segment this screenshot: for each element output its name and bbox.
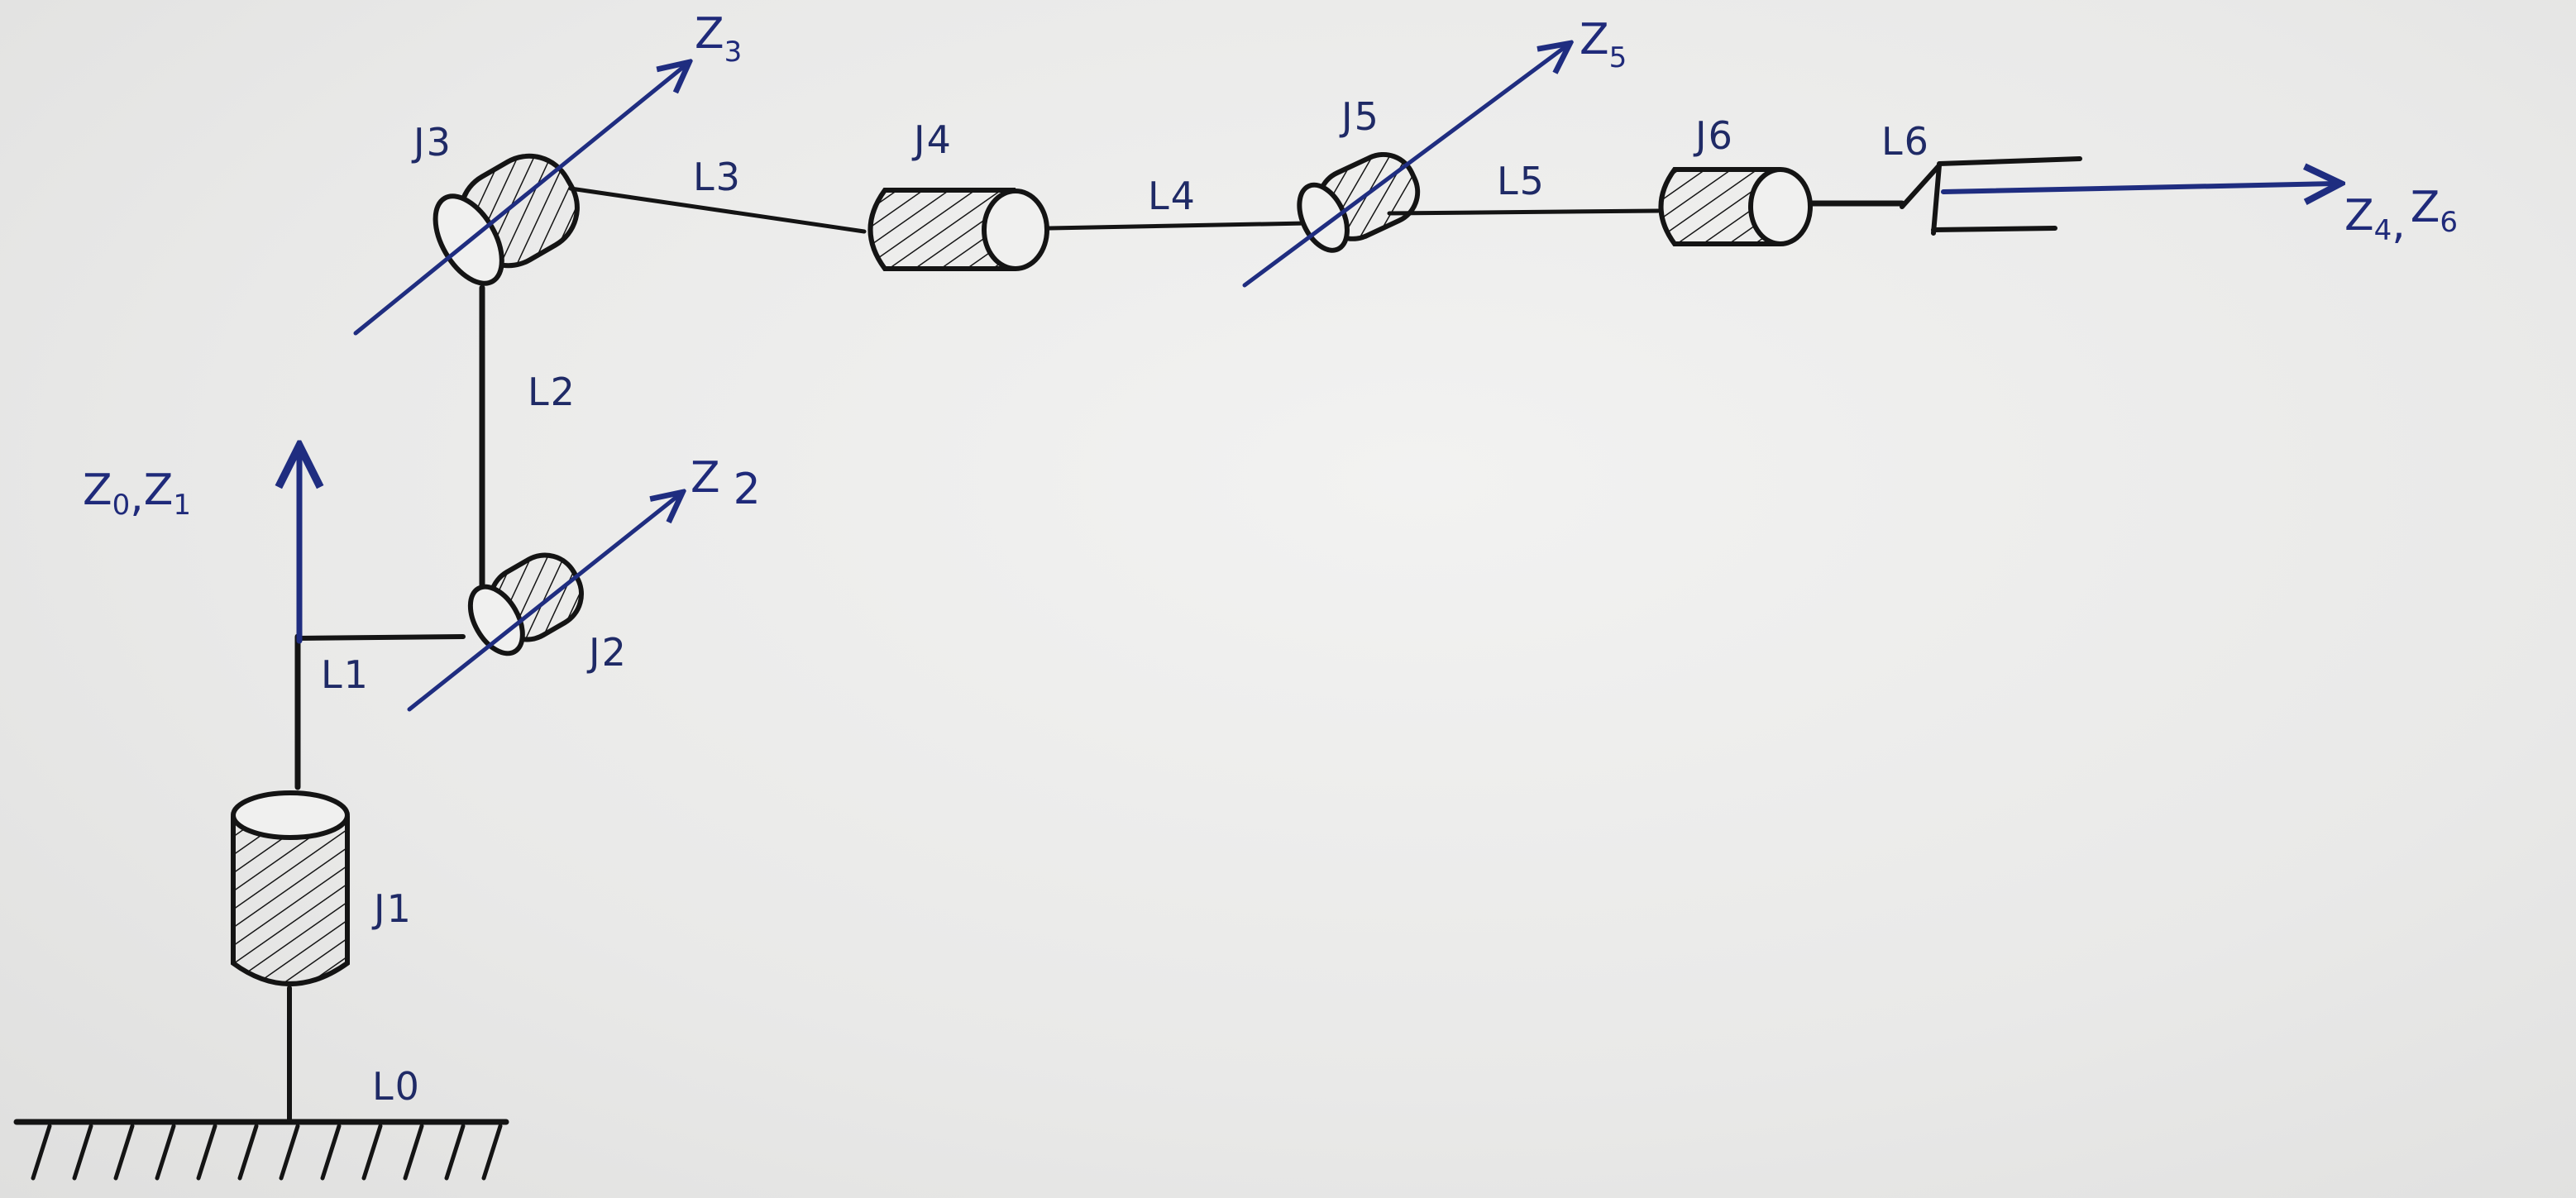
link-l1 xyxy=(294,633,466,790)
label-z4-z6: Z4,Z6 xyxy=(2344,183,2458,249)
axis-z4-z6-arrow xyxy=(1941,184,2336,192)
label-j2: J2 xyxy=(586,630,628,675)
label-l0: L0 xyxy=(372,1064,421,1109)
label-l5: L5 xyxy=(1497,159,1546,203)
axis-z3-arrow xyxy=(353,64,686,336)
joint-j1-cylinder xyxy=(231,790,350,986)
label-j5: J5 xyxy=(1339,94,1380,139)
ground-base xyxy=(13,1119,509,1181)
label-l2: L2 xyxy=(528,370,576,414)
label-j1: J1 xyxy=(371,886,413,931)
axis-z5-arrow xyxy=(1242,45,1567,288)
label-z5: Z5 xyxy=(1580,15,1627,74)
label-j4: J4 xyxy=(911,117,953,162)
joint-j2-cylinder xyxy=(467,552,584,656)
label-l1: L1 xyxy=(321,652,370,697)
label-z3: Z3 xyxy=(695,9,742,69)
link-l6-and-gripper xyxy=(1808,156,2082,236)
axis-z2-arrow xyxy=(407,494,680,712)
label-j6: J6 xyxy=(1693,113,1734,158)
label-z0-z1: Z0,Z1 xyxy=(83,465,191,522)
label-l6: L6 xyxy=(1881,119,1930,164)
joint-j6-cylinder xyxy=(1658,167,1813,246)
link-l4 xyxy=(1046,221,1309,231)
label-j3: J3 xyxy=(411,120,452,165)
label-l3: L3 xyxy=(693,155,742,199)
link-l5 xyxy=(1387,208,1661,216)
label-l4: L4 xyxy=(1148,174,1197,218)
link-l3 xyxy=(568,186,867,234)
joint-j4-cylinder xyxy=(867,188,1049,271)
